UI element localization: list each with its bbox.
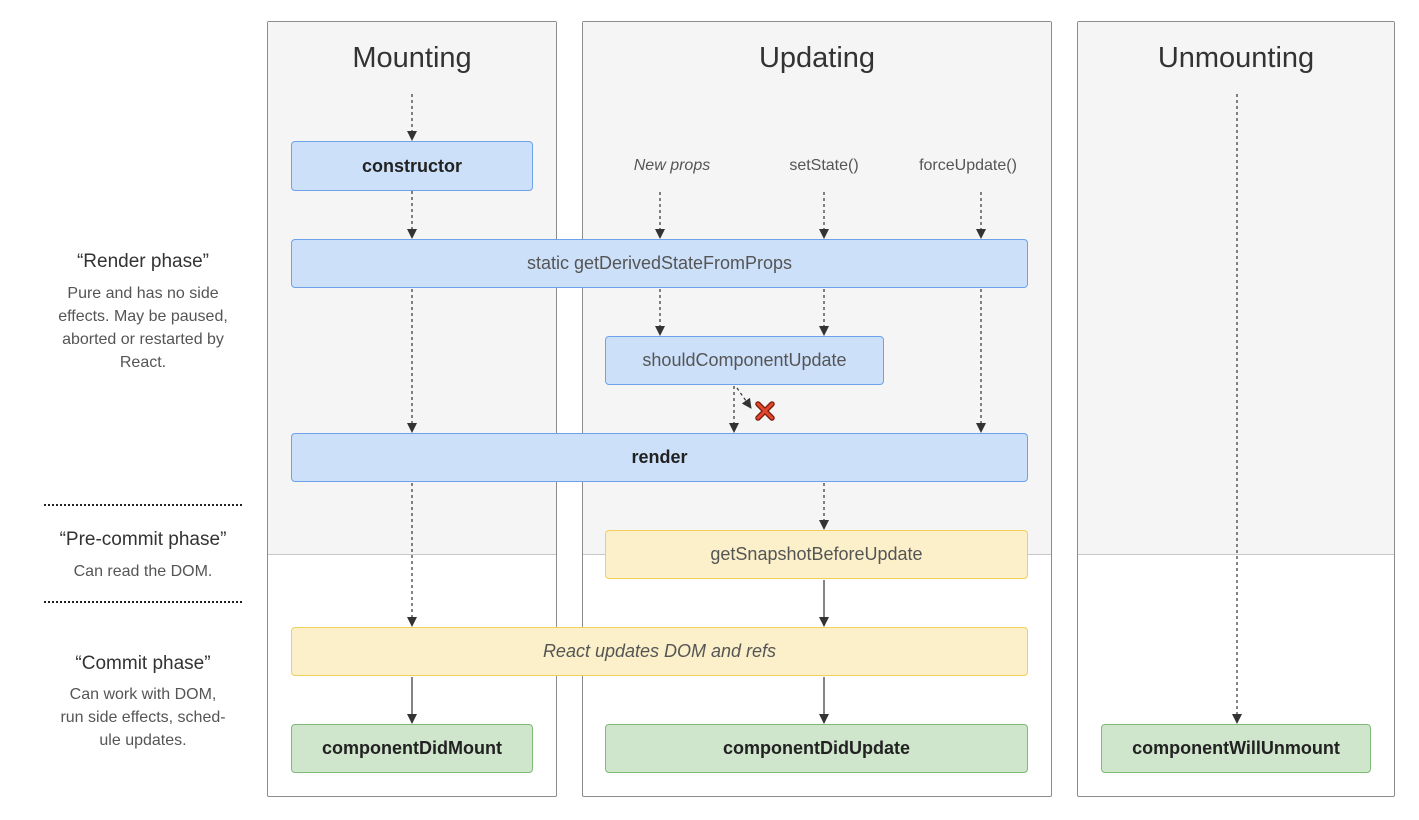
unmounting-render-shade: [1078, 22, 1394, 555]
commit-phase-desc-line: run side effects, sched-: [60, 709, 226, 726]
render-phase-desc-line: Pure and has no side: [67, 285, 219, 302]
get-snapshot-before-update-node: getSnapshotBeforeUpdate: [605, 530, 1028, 579]
precommit-phase-desc-line: Can read the DOM.: [73, 563, 213, 580]
constructor-node: constructor: [291, 141, 533, 191]
commit-phase-title: “Commit phase”: [75, 653, 211, 674]
react-updates-dom-node: React updates DOM and refs: [291, 627, 1028, 676]
updating-title: Updating: [758, 42, 876, 74]
commit-phase-desc-line: Can work with DOM,: [69, 686, 217, 703]
force-update-trigger: forceUpdate(): [919, 157, 1017, 174]
precommit-phase-description: Can read the DOM.: [33, 560, 253, 583]
updating-column: Updating: [582, 21, 1052, 797]
set-state-trigger: setState(): [789, 157, 859, 174]
render-node: render: [291, 433, 1028, 482]
precommit-phase-title: “Pre-commit phase”: [59, 529, 227, 550]
mounting-title: Mounting: [352, 42, 472, 74]
new-props-trigger: New props: [633, 157, 711, 174]
phase-separator: [44, 601, 242, 603]
mounting-column: Mounting: [267, 21, 557, 797]
should-component-update-node: shouldComponentUpdate: [605, 336, 884, 385]
commit-phase-desc-line: ule updates.: [99, 732, 187, 749]
unmounting-title: Unmounting: [1157, 42, 1315, 74]
render-phase-title: “Render phase”: [76, 251, 210, 272]
phase-separator: [44, 504, 242, 506]
commit-phase-description: Can work with DOM, run side effects, sch…: [33, 683, 253, 752]
render-phase-description: Pure and has no side effects. May be pau…: [33, 282, 253, 374]
render-phase-desc-line: React.: [119, 354, 167, 371]
render-phase-desc-line: aborted or restarted by: [62, 331, 224, 348]
get-derived-state-from-props-node: static getDerivedStateFromProps: [291, 239, 1028, 288]
render-phase-desc-line: effects. May be paused,: [58, 308, 228, 325]
component-did-update-node: componentDidUpdate: [605, 724, 1028, 773]
component-did-mount-node: componentDidMount: [291, 724, 533, 773]
component-will-unmount-node: componentWillUnmount: [1101, 724, 1371, 773]
unmounting-column: Unmounting: [1077, 21, 1395, 797]
